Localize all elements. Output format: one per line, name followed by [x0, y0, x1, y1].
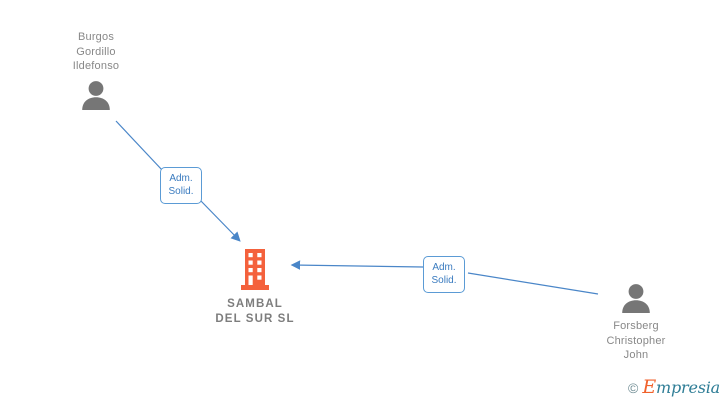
- brand-initial: E: [642, 376, 656, 398]
- edge-label-adm-solid-forsberg[interactable]: Adm. Solid.: [423, 256, 465, 293]
- brand-logo-text: Empresia: [642, 376, 720, 398]
- person-icon: [622, 284, 650, 313]
- person-node-forsberg-christopher-john[interactable]: Forsberg Christopher John: [561, 283, 711, 363]
- person-node-burgos-gordillo-ildefonso[interactable]: Burgos Gordillo Ildefonso: [21, 30, 171, 110]
- company-node-sambal-del-sur-sl[interactable]: SAMBAL DEL SUR SL: [165, 249, 345, 327]
- edge-label-adm-solid-burgos[interactable]: Adm. Solid.: [160, 167, 202, 204]
- watermark-empresia: © Empresia: [628, 376, 720, 398]
- person-name-label: Burgos Gordillo Ildefonso: [72, 31, 120, 72]
- company-name-label: SAMBAL DEL SUR SL: [215, 298, 295, 325]
- person-icon: [82, 80, 110, 110]
- copyright-icon: ©: [628, 379, 639, 396]
- edge-line-burgos-lower: [199, 199, 241, 242]
- building-icon: [241, 249, 269, 290]
- edge-line-burgos-upper: [115, 120, 164, 172]
- person-name-label: Forsberg Christopher John: [606, 320, 666, 361]
- brand-rest: mpresia: [656, 378, 720, 397]
